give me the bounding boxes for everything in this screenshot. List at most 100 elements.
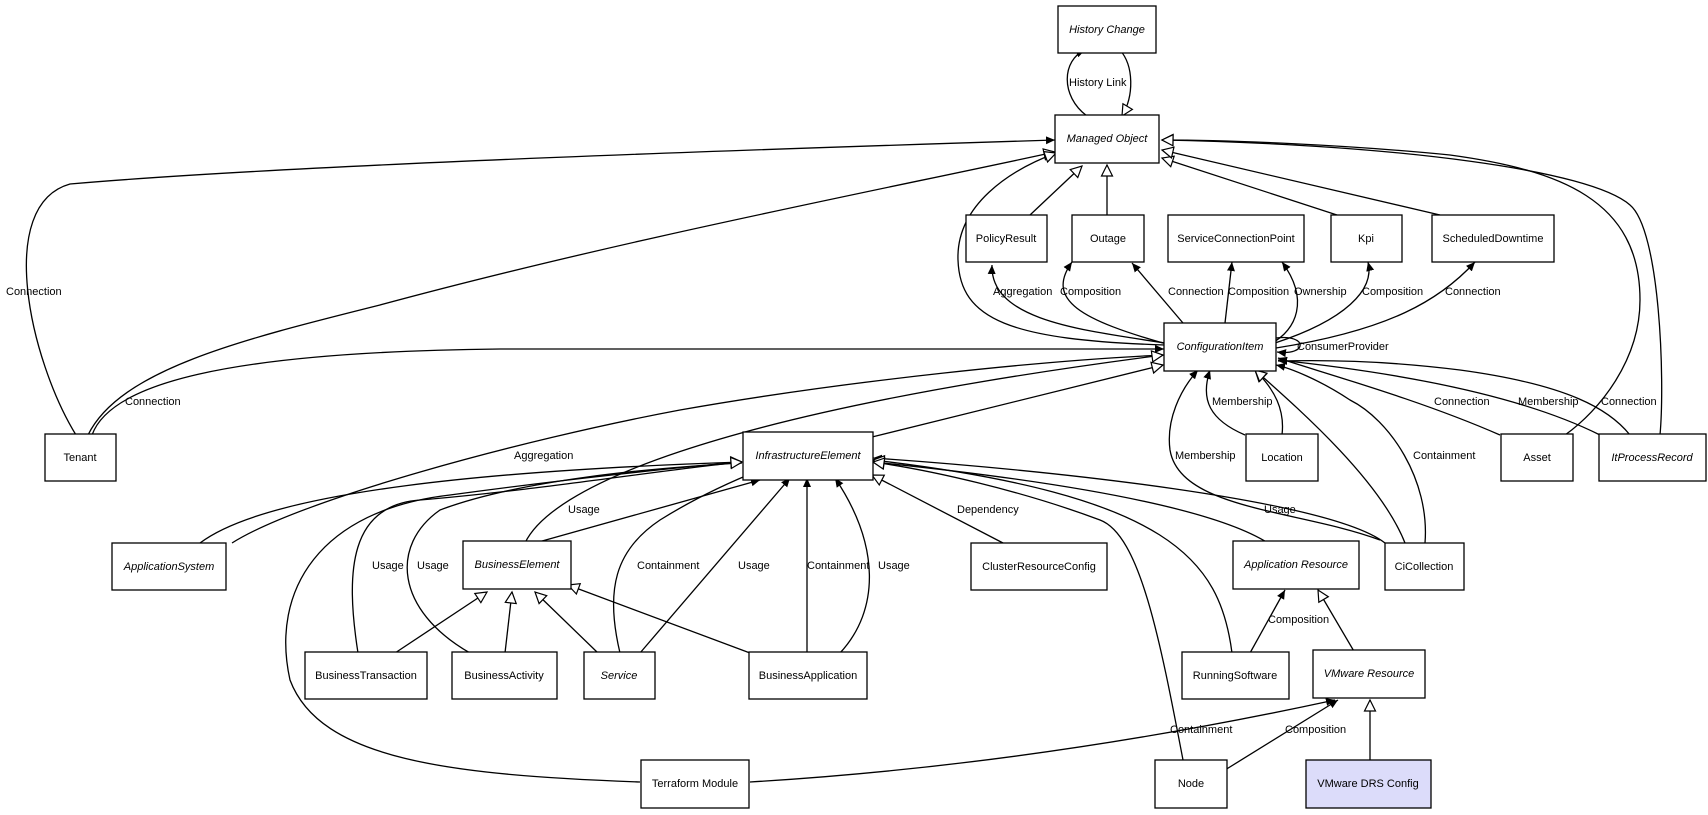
class-ci-collection[interactable]: CiCollection [1384,542,1465,591]
class-infrastructure-element[interactable]: InfrastructureElement [742,431,874,481]
edge-bizapp-inherit-be [566,582,751,654]
label-bizelement-usage: Usage [568,504,600,516]
class-asset-label: Asset [1523,452,1551,464]
edge-cicollection-usage [872,454,1386,544]
edge-itpr-inherit-mo [1160,133,1663,436]
class-location-label: Location [1261,452,1303,464]
edge-ci-consumer-provider [1275,336,1301,358]
edge-location-membership [1203,369,1246,436]
edge-ci-aggregation-policy [987,264,1166,344]
edges [25,49,1663,783]
class-terraform-module[interactable]: Terraform Module [640,759,750,809]
label-tenant-connection-ci: Connection [125,396,181,408]
class-kpi[interactable]: Kpi [1330,214,1403,263]
edge-cicollection-membership [1168,369,1381,541]
edge-bizactivity-inherit-be [504,590,518,654]
class-history-change-label: History Change [1069,24,1145,36]
edge-ci-connection-downtime [1275,261,1476,349]
class-vmware-resource[interactable]: VMware Resource [1312,649,1426,699]
class-tenant[interactable]: Tenant [44,433,117,482]
class-cluster-resource-config[interactable]: ClusterResourceConfig [970,542,1108,591]
class-outage-label: Outage [1090,233,1126,245]
label-service-containment: Containment [637,560,699,572]
class-asset[interactable]: Asset [1500,433,1574,482]
label-ci-composition-outage: Composition [1060,286,1121,298]
edge-terraform-inherit-infra [285,456,744,783]
label-appsys-aggregation: Aggregation [514,450,573,462]
class-outage[interactable]: Outage [1071,214,1145,263]
edge-cluster-dependency [870,474,1004,544]
edge-ci-composition-scp [1224,261,1235,324]
label-location-membership: Membership [1212,396,1273,408]
class-managed-object[interactable]: Managed Object [1054,114,1160,164]
edge-ci-composition-kpi [1274,261,1375,344]
edge-tenant-connection-mo [25,136,1056,436]
class-it-process-record[interactable]: ItProcessRecord [1598,433,1707,482]
class-service-connection-point[interactable]: ServiceConnectionPoint [1167,214,1305,263]
class-business-element[interactable]: BusinessElement [462,540,572,590]
edge-history-link [1066,49,1088,117]
class-business-transaction-label: BusinessTransaction [315,670,417,682]
label-cicollection-containment: Containment [1413,450,1475,462]
class-kpi-label: Kpi [1358,233,1374,245]
class-ci-collection-label: CiCollection [1395,561,1454,573]
edge-tenant-inherit-mo [87,148,1057,436]
edge-ci-composition-outage [1062,261,1171,346]
class-business-activity[interactable]: BusinessActivity [451,651,558,700]
edge-labels: History Link Connection Aggregation Comp… [6,77,1657,736]
edge-asset-connection [1277,356,1501,436]
edge-cicollection-containment [1275,362,1427,544]
nodes: History Change Managed Object PolicyResu… [44,5,1707,809]
edge-service-usage [639,477,791,654]
class-node[interactable]: Node [1154,759,1228,809]
class-cluster-resource-config-label: ClusterResourceConfig [982,561,1096,573]
class-application-system[interactable]: ApplicationSystem [111,542,227,591]
class-location[interactable]: Location [1245,433,1319,482]
class-business-application[interactable]: BusinessApplication [748,651,868,700]
label-tenant-connection-mo: Connection [6,286,62,298]
class-history-change[interactable]: History Change [1057,5,1157,54]
class-node-label: Node [1178,778,1204,790]
edge-vmware-inherit-appres [1317,588,1356,654]
class-business-transaction[interactable]: BusinessTransaction [304,651,428,700]
edge-infra-inherit-ci [871,361,1165,438]
edge-appsys-aggregation [231,351,1165,544]
class-service[interactable]: Service [583,651,656,700]
label-bizapp-usage-left: Usage [738,560,770,572]
class-running-software[interactable]: RunningSoftware [1181,651,1290,700]
class-running-software-label: RunningSoftware [1193,670,1277,682]
label-itpr-connection: Connection [1601,396,1657,408]
class-vmware-drs-config[interactable]: VMware DRS Config [1305,759,1432,809]
label-ci-ownership-scp: Ownership [1294,286,1347,298]
label-biztransaction-usage: Usage [372,560,404,572]
class-scheduled-downtime-label: ScheduledDowntime [1443,233,1544,245]
edge-service-inherit-be [534,591,599,654]
label-ci-consumer-provider: ConsumerProvider [1297,341,1389,353]
class-application-resource[interactable]: Application Resource [1232,540,1360,590]
edge-biztransaction-usage [351,458,743,654]
label-ci-connection-outage: Connection [1168,286,1224,298]
label-history-link: History Link [1069,77,1127,89]
edge-asset-inherit-mo [1160,133,1641,436]
class-infrastructure-element-label: InfrastructureElement [755,450,861,462]
class-it-process-record-label: ItProcessRecord [1611,452,1693,464]
edge-appresource-inherit-infra [871,456,1269,544]
label-cicollection-membership: Membership [1175,450,1236,462]
class-configuration-item[interactable]: ConfigurationItem [1163,322,1277,372]
label-terraform-containment: Containment [1170,724,1232,736]
edge-service-containment [612,469,761,654]
class-policy-result-label: PolicyResult [976,233,1037,245]
class-business-application-label: BusinessApplication [759,670,857,682]
class-configuration-item-label: ConfigurationItem [1177,341,1264,353]
edge-bizelement-usage [534,478,761,544]
class-application-system-label: ApplicationSystem [123,561,215,573]
class-scheduled-downtime[interactable]: ScheduledDowntime [1431,214,1555,263]
class-service-connection-point-label: ServiceConnectionPoint [1177,233,1294,245]
label-itpr-membership: Membership [1518,396,1579,408]
class-policy-result[interactable]: PolicyResult [965,214,1048,263]
label-cluster-dependency: Dependency [957,504,1019,516]
label-runningsoftware-composition: Composition [1268,614,1329,626]
label-ci-connection-downtime: Connection [1445,286,1501,298]
edge-kpi-inherit-mo [1160,155,1338,216]
edge-appsys-inherit-infra [199,455,744,544]
